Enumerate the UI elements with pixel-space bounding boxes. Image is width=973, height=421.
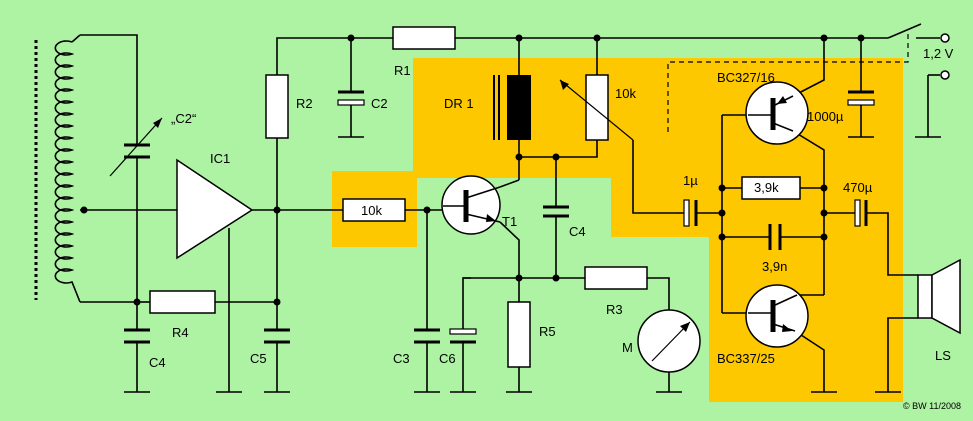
label-bc337: BC337/25 xyxy=(717,351,775,366)
label-r4: R4 xyxy=(172,325,189,340)
capacitor-c4-left xyxy=(124,328,150,344)
capacitor-c4-mid xyxy=(543,205,569,218)
label-supply: 1,2 V xyxy=(923,46,954,61)
label-r3: R3 xyxy=(606,302,623,317)
capacitor-3n9 xyxy=(768,224,782,250)
label-m: M xyxy=(622,340,633,355)
label-c-470: 470µ xyxy=(843,180,873,195)
credit-text: © BW 11/2008 xyxy=(903,401,961,411)
label-c-1u: 1µ xyxy=(683,173,698,188)
label-res-3k9: 3,9k xyxy=(754,180,779,195)
ic1-amplifier xyxy=(176,158,254,260)
junction-dots xyxy=(80,34,865,306)
label-t1: T1 xyxy=(502,214,517,229)
capacitor-c6 xyxy=(449,328,477,344)
label-r2: R2 xyxy=(296,96,313,111)
resistor-r4 xyxy=(149,290,216,314)
label-c2-var: „C2“ xyxy=(171,111,196,126)
capacitor-1u xyxy=(683,199,698,227)
label-c-3n9: 3,9n xyxy=(762,259,787,274)
label-res-10k: 10k xyxy=(361,203,382,218)
label-c4-mid: C4 xyxy=(569,224,586,239)
resistor-r1 xyxy=(392,26,456,50)
meter-m xyxy=(637,309,701,373)
label-ic1: IC1 xyxy=(210,151,230,166)
resistor-r5 xyxy=(507,301,531,368)
resistor-3k9 xyxy=(741,176,801,200)
terminal-minus xyxy=(940,70,950,80)
label-c-1000: 1000µ xyxy=(807,109,844,124)
components xyxy=(109,26,961,373)
choke-dr1 xyxy=(493,75,531,140)
capacitor-c5 xyxy=(264,328,290,344)
speaker-ls xyxy=(917,258,961,335)
resistor-10k-base xyxy=(342,198,406,222)
label-c3: C3 xyxy=(393,351,410,366)
potentiometer-10k xyxy=(559,74,634,141)
resistor-r3 xyxy=(584,266,648,290)
labels: „C2“ IC1 R2 C2 R1 DR 1 10k BC327/16 1,2 … xyxy=(149,46,961,411)
variable-capacitor-c2 xyxy=(109,117,163,177)
label-dr1: DR 1 xyxy=(444,96,474,111)
label-bc327: BC327/16 xyxy=(717,70,775,85)
label-c6: C6 xyxy=(439,351,456,366)
label-r5: R5 xyxy=(539,324,556,339)
wires xyxy=(80,23,941,393)
label-c5: C5 xyxy=(250,351,267,366)
terminal-plus xyxy=(940,33,950,43)
resistor-r2 xyxy=(265,74,289,139)
label-ls: LS xyxy=(935,348,951,363)
transistor-bc327 xyxy=(745,81,809,145)
label-c4-left: C4 xyxy=(149,355,166,370)
coil-winding xyxy=(54,34,81,303)
capacitor-1000u xyxy=(847,90,875,106)
capacitor-c2 xyxy=(337,90,365,106)
label-c2: C2 xyxy=(371,96,388,111)
capacitor-c3 xyxy=(414,328,440,344)
label-pot-10k: 10k xyxy=(615,86,636,101)
antenna-coil xyxy=(34,34,81,303)
label-r1: R1 xyxy=(394,63,411,78)
transistor-t1 xyxy=(441,175,501,235)
transistor-bc337 xyxy=(745,284,809,348)
capacitor-470u xyxy=(854,199,868,227)
